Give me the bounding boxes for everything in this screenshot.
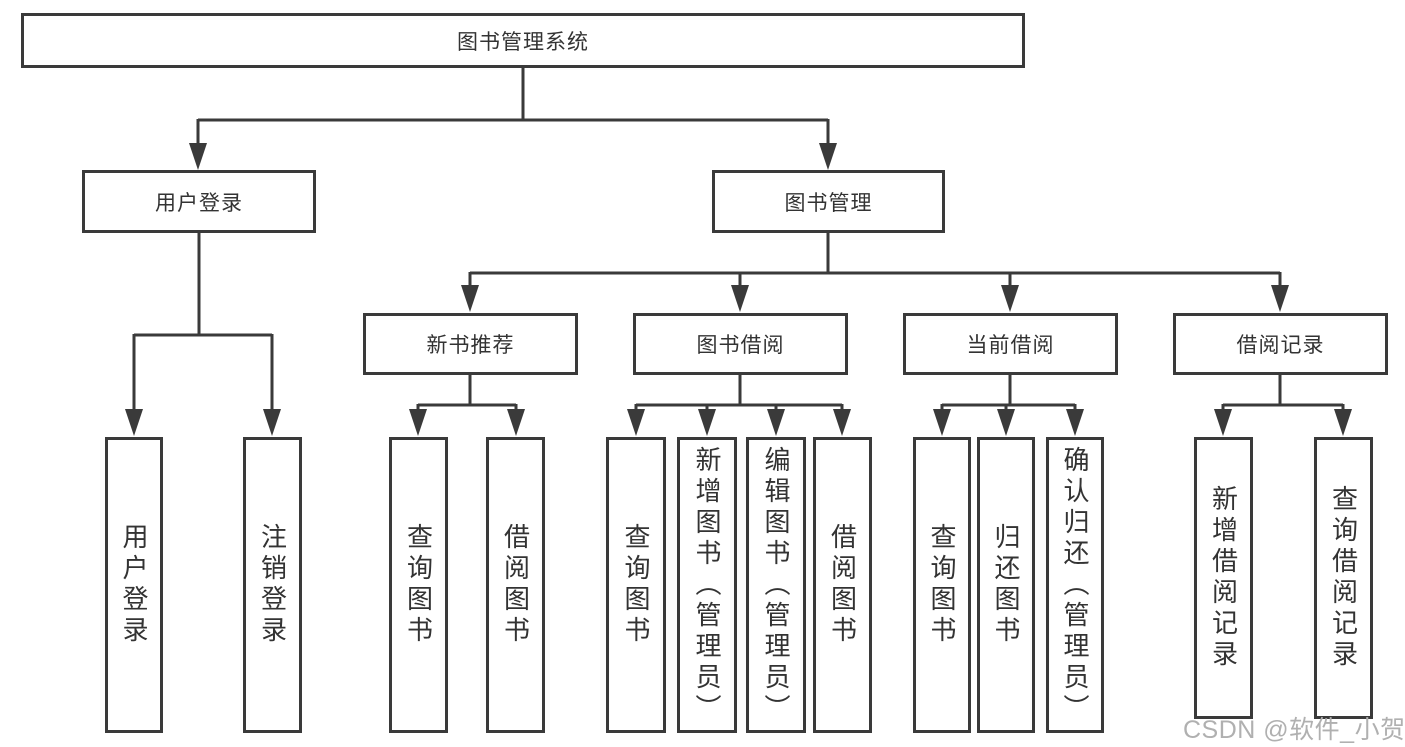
node-book-borrow: 图书借阅: [633, 313, 848, 375]
wires-newbook-to-leaves: [409, 375, 525, 436]
node-user-login-group: 用户登录: [82, 170, 316, 233]
node-label: 新增图书（管理员）: [692, 445, 722, 725]
leaf-user-login: 用户登录: [105, 437, 163, 733]
node-label: 用户登录: [119, 523, 149, 647]
node-label: 查询图书: [621, 523, 651, 647]
node-book-management: 图书管理: [712, 170, 945, 233]
leaf-add-books-admin: 新增图书（管理员）: [677, 437, 737, 733]
node-label: 查询借阅记录: [1328, 485, 1359, 671]
node-label: 图书管理: [784, 191, 873, 215]
leaf-borrow-books-1: 借阅图书: [486, 437, 545, 733]
node-label: 编辑图书（管理员）: [761, 445, 791, 725]
node-label: 注销登录: [257, 523, 288, 647]
node-new-book-recommend: 新书推荐: [363, 313, 578, 375]
node-label: 当前借阅: [966, 334, 1055, 357]
node-label: 借阅记录: [1236, 334, 1325, 357]
node-label: 归还图书: [991, 523, 1021, 647]
node-label: 确认归还（管理员）: [1060, 445, 1090, 725]
wires-borrowrecord-to-leaves: [1214, 375, 1352, 436]
node-label: 借阅图书: [500, 523, 531, 647]
leaf-logout: 注销登录: [243, 437, 302, 733]
leaf-query-books-2: 查询图书: [606, 437, 666, 733]
node-borrow-record: 借阅记录: [1173, 313, 1388, 375]
leaf-query-books-3: 查询图书: [913, 437, 971, 733]
node-label: 用户登录: [155, 191, 243, 215]
node-current-borrow: 当前借阅: [903, 313, 1118, 375]
node-label: 图书借阅: [696, 334, 785, 357]
leaf-edit-books-admin: 编辑图书（管理员）: [746, 437, 806, 733]
wires-currentborrow-to-leaves: [933, 375, 1084, 436]
node-label: 新书推荐: [426, 334, 515, 357]
leaf-confirm-return-admin: 确认归还（管理员）: [1046, 437, 1104, 733]
node-label: 借阅图书: [827, 523, 858, 647]
leaf-query-books-1: 查询图书: [389, 437, 448, 733]
wires-bookborrow-to-leaves: [627, 375, 851, 436]
leaf-borrow-books-2: 借阅图书: [813, 437, 872, 733]
wires-userlogin-to-leaves: [125, 233, 281, 436]
leaf-add-borrow-record: 新增借阅记录: [1194, 437, 1253, 719]
node-label: 查询图书: [927, 523, 957, 647]
leaf-return-books: 归还图书: [977, 437, 1035, 733]
node-label: 新增借阅记录: [1208, 485, 1239, 671]
node-library-management-system: 图书管理系统: [21, 13, 1025, 68]
node-label: 查询图书: [403, 523, 434, 647]
leaf-query-borrow-record: 查询借阅记录: [1314, 437, 1373, 719]
wires-bookmgmt-to-level3: [461, 233, 1289, 312]
csdn-watermark: CSDN @软件_小贺同学: [1183, 716, 1405, 744]
node-label: 图书管理系统: [457, 30, 589, 54]
wires-root-to-level2: [189, 68, 837, 170]
